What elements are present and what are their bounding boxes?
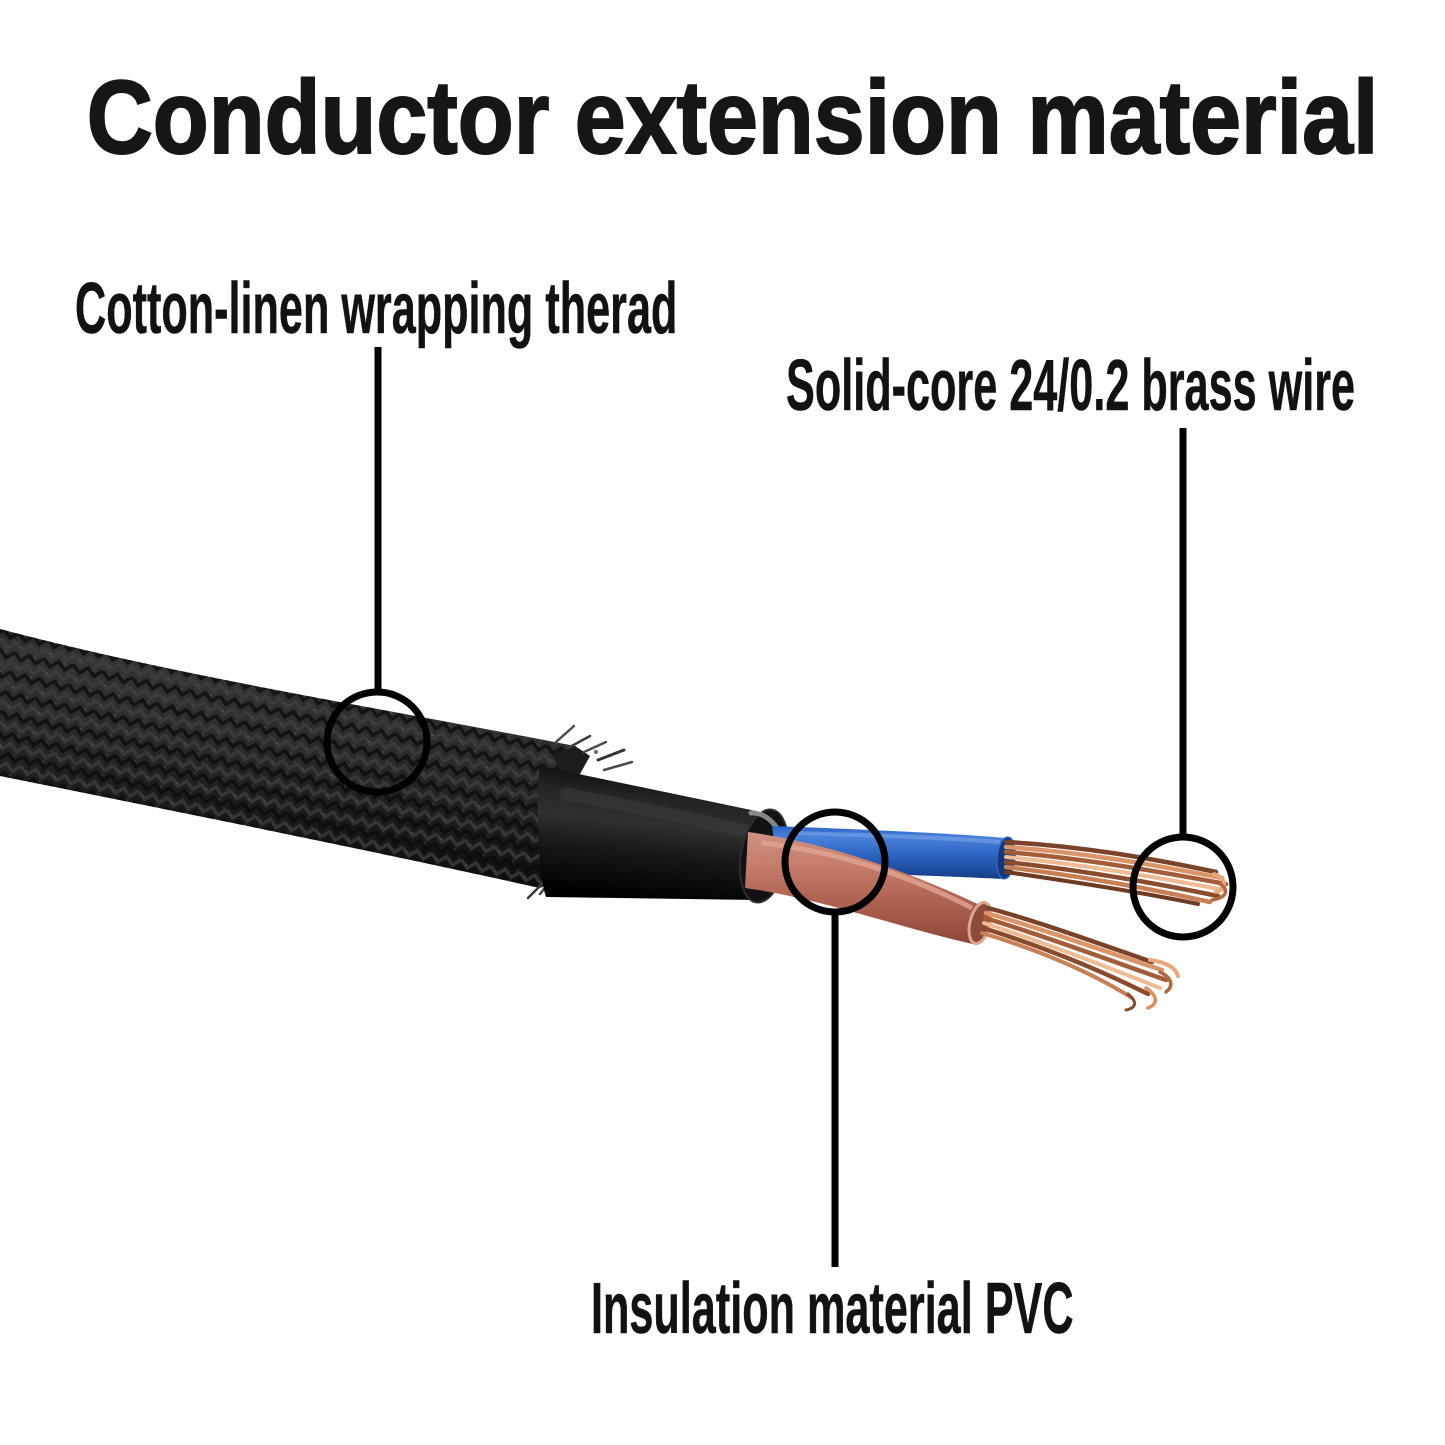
jacket-sheen	[559, 787, 755, 839]
callout-label-insulation: Insulation material PVC	[591, 1269, 1074, 1349]
callout-marks	[323, 347, 1237, 1267]
braid-texture	[0, 628, 588, 888]
page-title: Conductor extension material	[86, 60, 1379, 176]
callout-circle-braid	[323, 688, 431, 796]
copper-strands-lower	[980, 905, 1180, 1012]
blue-highlight	[789, 831, 1001, 844]
callout-label-braid: Cotton-linen wrapping therad	[75, 269, 678, 349]
callout-circle-brass	[1129, 833, 1237, 941]
brown-insulation	[745, 832, 982, 945]
copper-strands-upper	[1003, 839, 1229, 906]
braided-sheath	[0, 628, 634, 900]
callout-label-brass: Solid-core 24/0.2 brass wire	[786, 346, 1356, 426]
